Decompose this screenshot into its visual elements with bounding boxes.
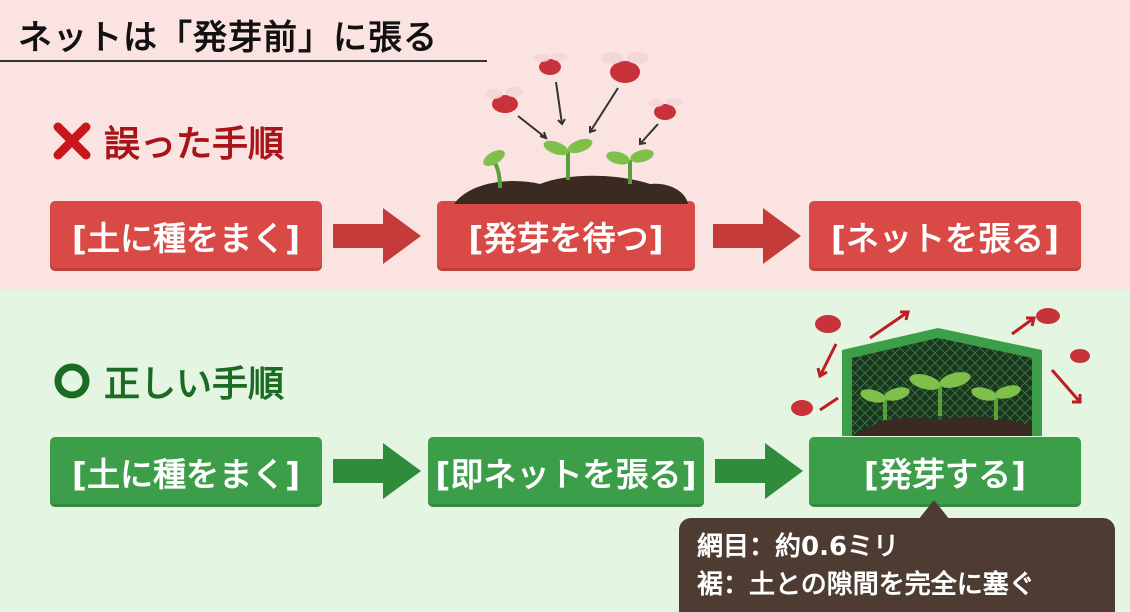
- wrong-step-2: [発芽を待つ]: [437, 201, 695, 271]
- cross-icon: [52, 121, 92, 161]
- wrong-step-1: [土に種をまく]: [50, 201, 322, 271]
- right-step-1: [土に種をまく]: [50, 437, 322, 507]
- seedlings-insects-illustration: [454, 52, 688, 204]
- callout-line-hem: 裾：土との隙間を完全に塞ぐ: [697, 570, 1035, 600]
- arrow-right-icon: [713, 208, 801, 264]
- arrow-right-icon: [715, 443, 803, 499]
- wrong-step-3: [ネットを張る]: [809, 201, 1081, 271]
- right-step-2: [即ネットを張る]: [428, 437, 704, 507]
- callout-tail: [918, 500, 950, 520]
- right-heading: 正しい手順: [52, 355, 284, 407]
- right-step-3: [発芽する]: [809, 437, 1081, 507]
- wrong-heading-label: 誤った手順: [104, 124, 285, 165]
- net-protected-seedlings-illustration: [791, 308, 1090, 436]
- right-heading-label: 正しい手順: [104, 364, 285, 405]
- circle-icon: [52, 361, 92, 401]
- arrow-right-icon: [333, 443, 421, 499]
- wrong-heading: 誤った手順: [52, 115, 284, 167]
- title-underline: [0, 60, 487, 62]
- page-title: ネットは「発芽前」に張る: [18, 18, 438, 58]
- net-spec-callout: 網目：約0.6ミリ 裾：土との隙間を完全に塞ぐ: [679, 518, 1115, 612]
- callout-line-mesh: 網目：約0.6ミリ: [697, 532, 900, 562]
- arrow-right-icon: [333, 208, 421, 264]
